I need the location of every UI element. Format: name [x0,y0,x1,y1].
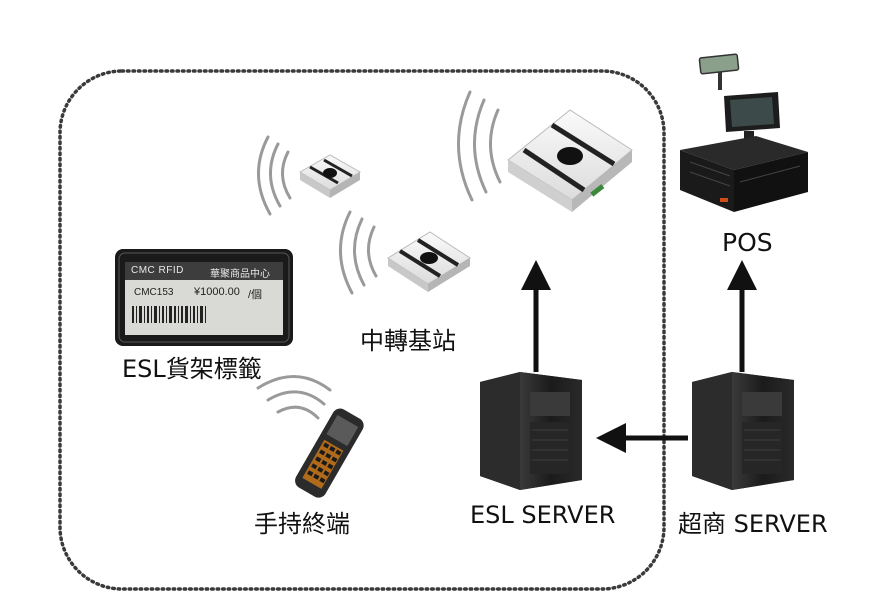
relay-station-caption: 中轉基站 [360,327,456,355]
pos-terminal-icon [680,53,808,212]
esl-tag-unit: /個 [248,289,263,301]
esl-barcode [132,306,206,323]
store-server-caption: 超商 SERVER [678,510,828,538]
esl-tag-brand: CMC RFID [131,265,184,276]
handheld-terminal-caption: 手持終端 [254,510,350,538]
relay-station-icon [299,154,361,198]
wifi-waves-icon [256,90,502,420]
server-icon [692,372,794,490]
relay-station-icon [387,231,471,292]
esl-server-caption: ESL SERVER [470,501,616,529]
esl-tag-icon [115,249,293,346]
system-boundary [58,69,666,591]
esl-tag-org: 華聚商品中心 [210,269,270,280]
pos-caption: POS [722,228,773,257]
esl-shelf-label-caption: ESL貨架標籤 [122,355,262,383]
esl-tag-price: ¥1000.00 [194,286,240,298]
relay-station-icon [507,109,633,212]
handheld-terminal-icon [295,408,364,498]
esl-tag-item-code: CMC153 [134,287,174,298]
server-icon [480,372,582,490]
